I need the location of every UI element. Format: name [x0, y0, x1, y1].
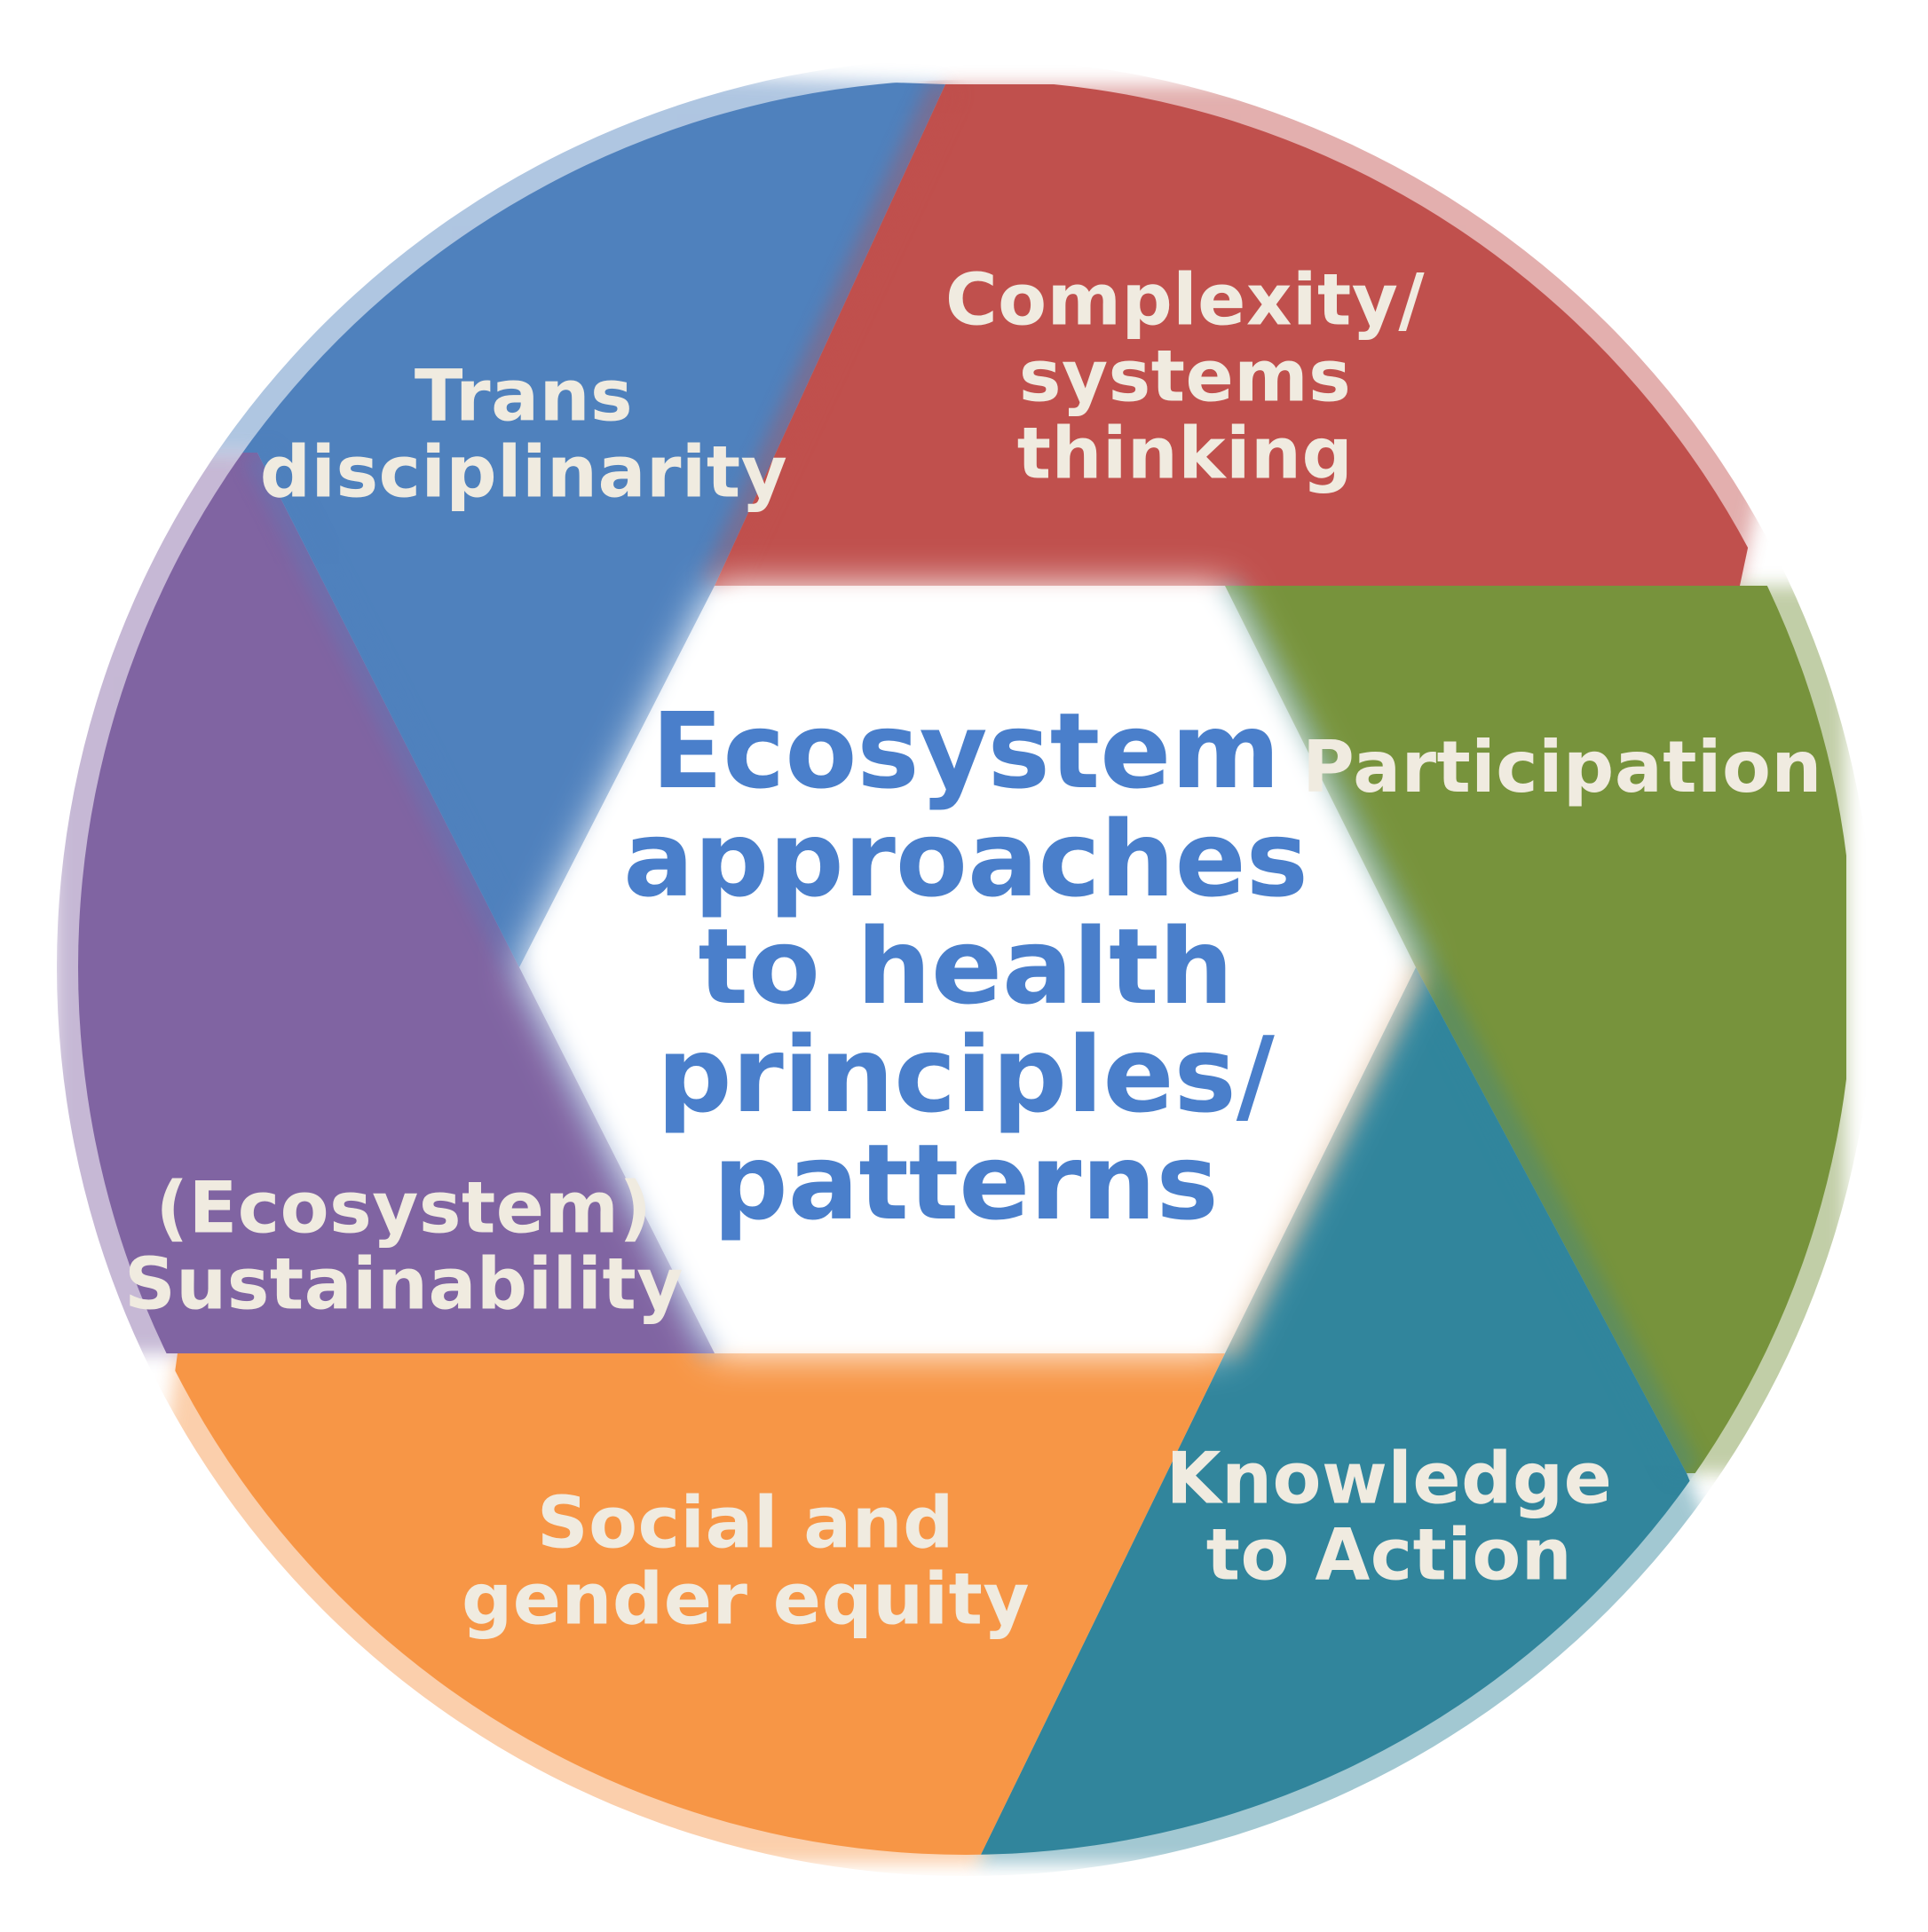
- segment-label-complexity: Complexity/ systems thinking: [944, 258, 1426, 495]
- segment-label-participation: Participation: [1302, 725, 1822, 808]
- segment-participation: [1225, 586, 1846, 1473]
- segment-label-sustainability: (Ecosystem) Sustainability: [124, 1166, 683, 1326]
- segment-label-knowledge-to-action: Knowledge to Action: [1165, 1437, 1613, 1597]
- segment-seam-knowledge-to-action: [1211, 579, 1701, 1480]
- center-hexagon: [519, 586, 1416, 1353]
- segment-label-social-gender-equity: Social and gender equity: [461, 1481, 1031, 1641]
- segment-seam-complexity: [700, 80, 960, 593]
- segment-seam-transdisciplinarity: [243, 446, 729, 1360]
- center-title: Ecosystem approaches to health principle…: [623, 690, 1308, 1244]
- segment-sustainability: [78, 453, 715, 1353]
- segment-label-transdisciplinarity: Trans disciplinarity: [259, 354, 788, 514]
